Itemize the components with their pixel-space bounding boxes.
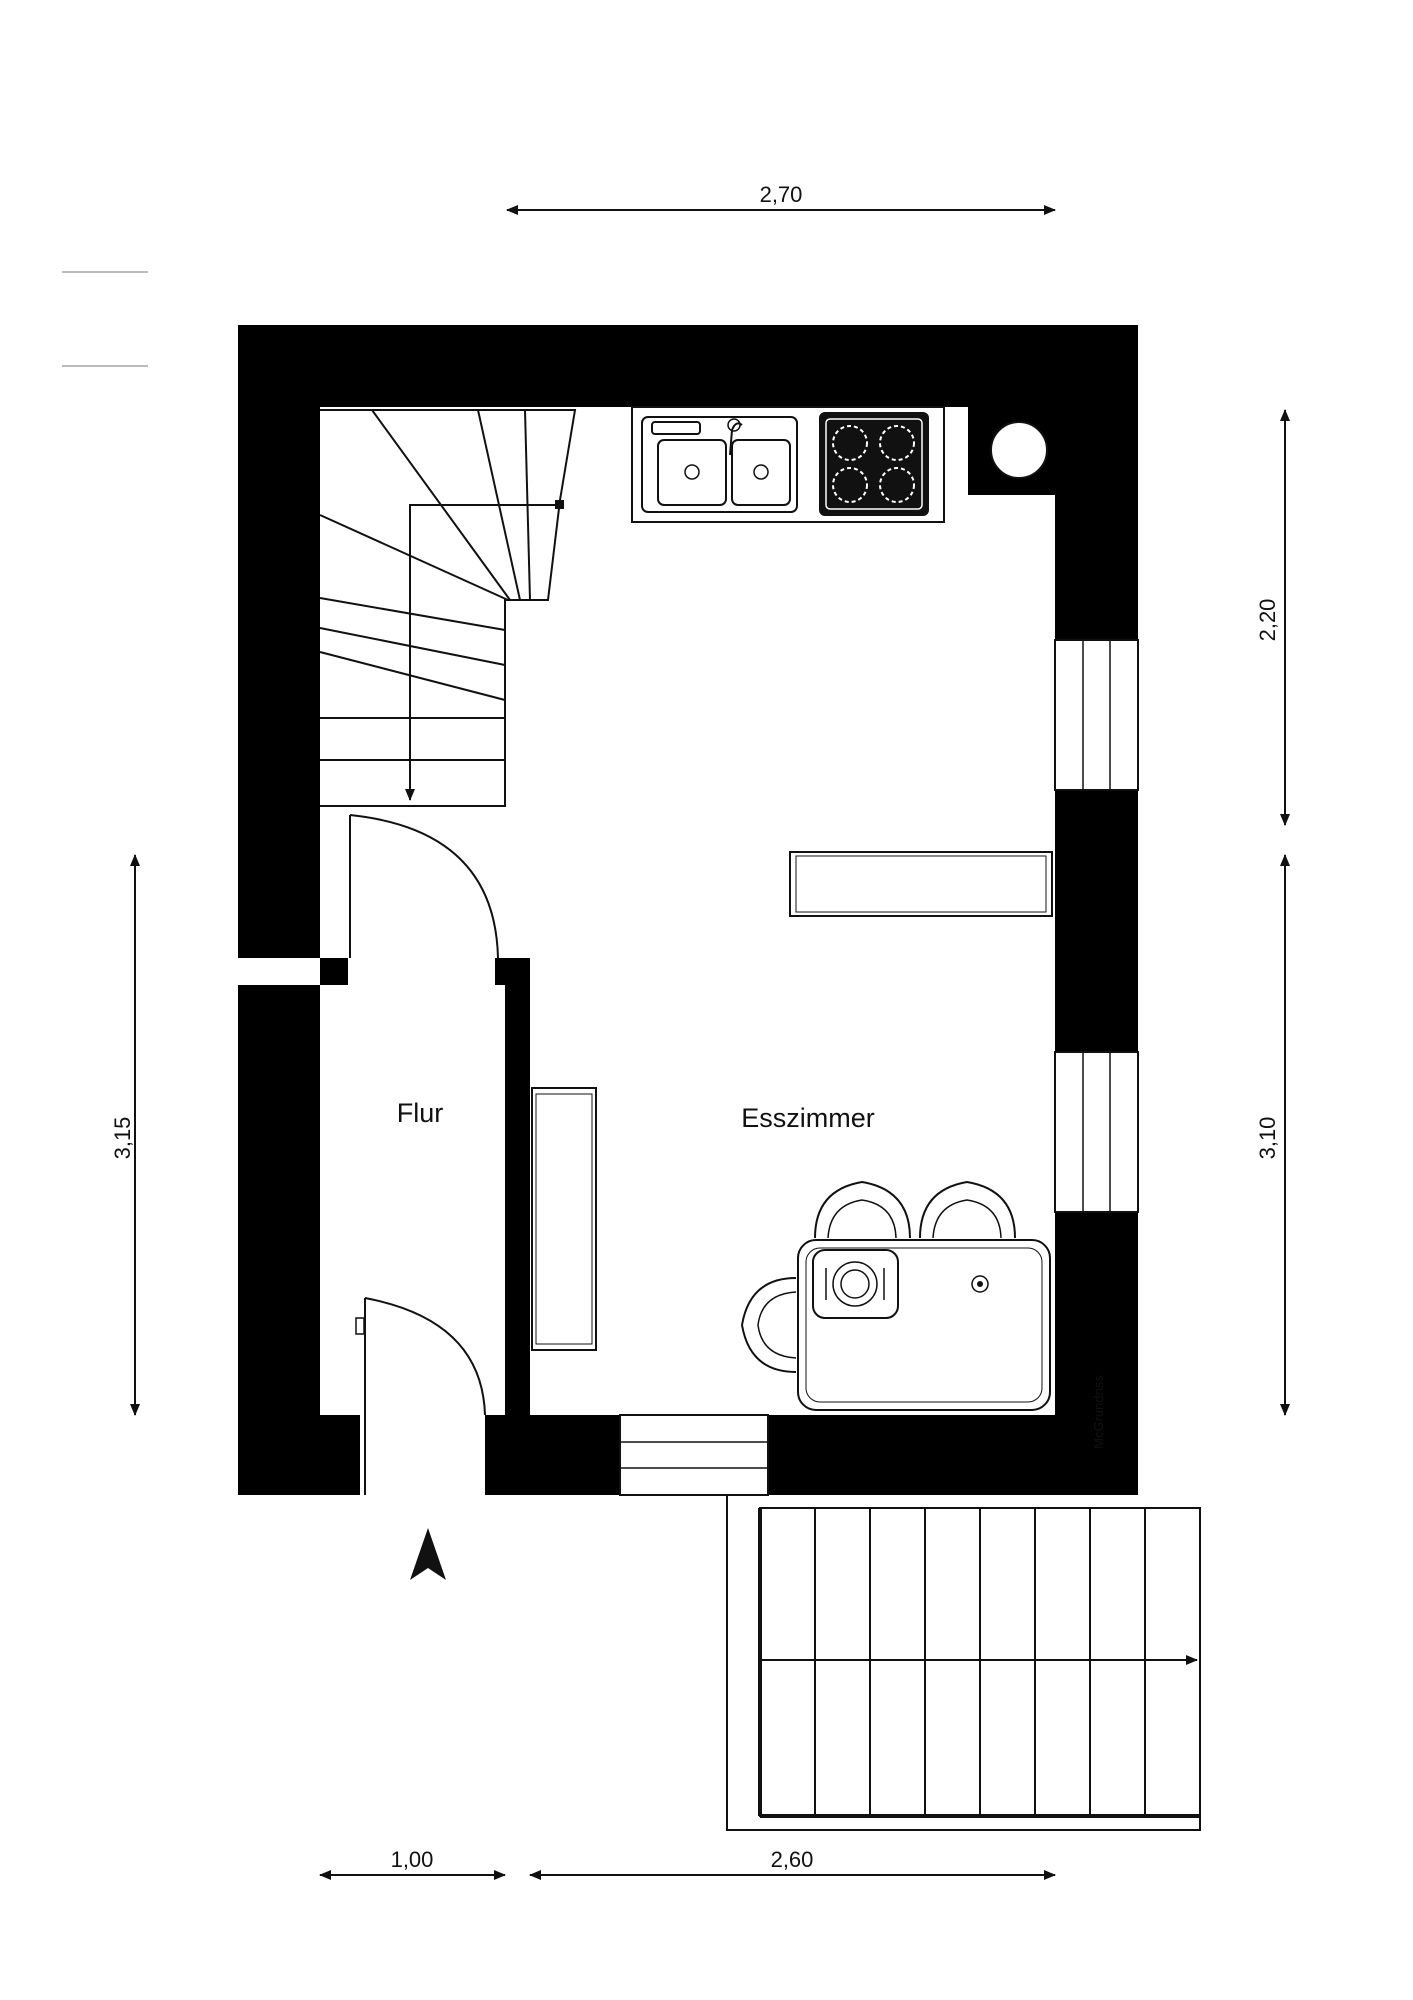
dimension-right-lower: 3,10 <box>1255 854 1290 1416</box>
chair-top-right <box>919 1180 1016 1239</box>
sideboard-right <box>789 851 1053 917</box>
dimension-bottom-right: 2,60 <box>529 1847 1056 1880</box>
exterior-staircase <box>726 1495 1201 1831</box>
dimension-bottom-left-label: 1,00 <box>391 1847 434 1872</box>
interior-staircase <box>319 407 577 807</box>
dimension-right-lower-label: 3,10 <box>1255 1117 1280 1160</box>
dimension-left-label: 3,15 <box>110 1117 135 1160</box>
exterior-walls <box>238 325 1138 1495</box>
room-label-esszimmer: Esszimmer <box>741 1103 875 1133</box>
place-setting-icon <box>812 1249 899 1319</box>
door-entrance <box>355 1297 486 1495</box>
dimension-bottom-left: 1,00 <box>319 1847 506 1880</box>
door-interior <box>349 814 499 959</box>
chair-top-left <box>814 1180 911 1239</box>
stove-icon <box>819 412 929 516</box>
cup-icon <box>971 1275 989 1293</box>
entrance-arrow-icon <box>410 1528 446 1580</box>
dimension-right-upper-label: 2,20 <box>1255 599 1280 642</box>
room-label-flur: Flur <box>397 1098 444 1128</box>
window-right-upper <box>1054 639 1139 791</box>
watermark-label: McGrundriss <box>1091 1375 1106 1449</box>
dimension-left: 3,15 <box>110 854 140 1416</box>
window-right-lower <box>1054 1051 1139 1213</box>
dimension-bottom-right-label: 2,60 <box>771 1847 814 1872</box>
chair-left <box>740 1277 797 1373</box>
dimension-right-upper: 2,20 <box>1255 409 1290 826</box>
dimension-top: 2,70 <box>506 182 1056 215</box>
dimension-top-label: 2,70 <box>760 182 803 207</box>
column-icon <box>990 421 1048 479</box>
legend-marks <box>62 271 148 367</box>
sink-icon <box>641 416 798 513</box>
window-bottom <box>619 1414 769 1496</box>
sideboard-left <box>531 1087 597 1351</box>
